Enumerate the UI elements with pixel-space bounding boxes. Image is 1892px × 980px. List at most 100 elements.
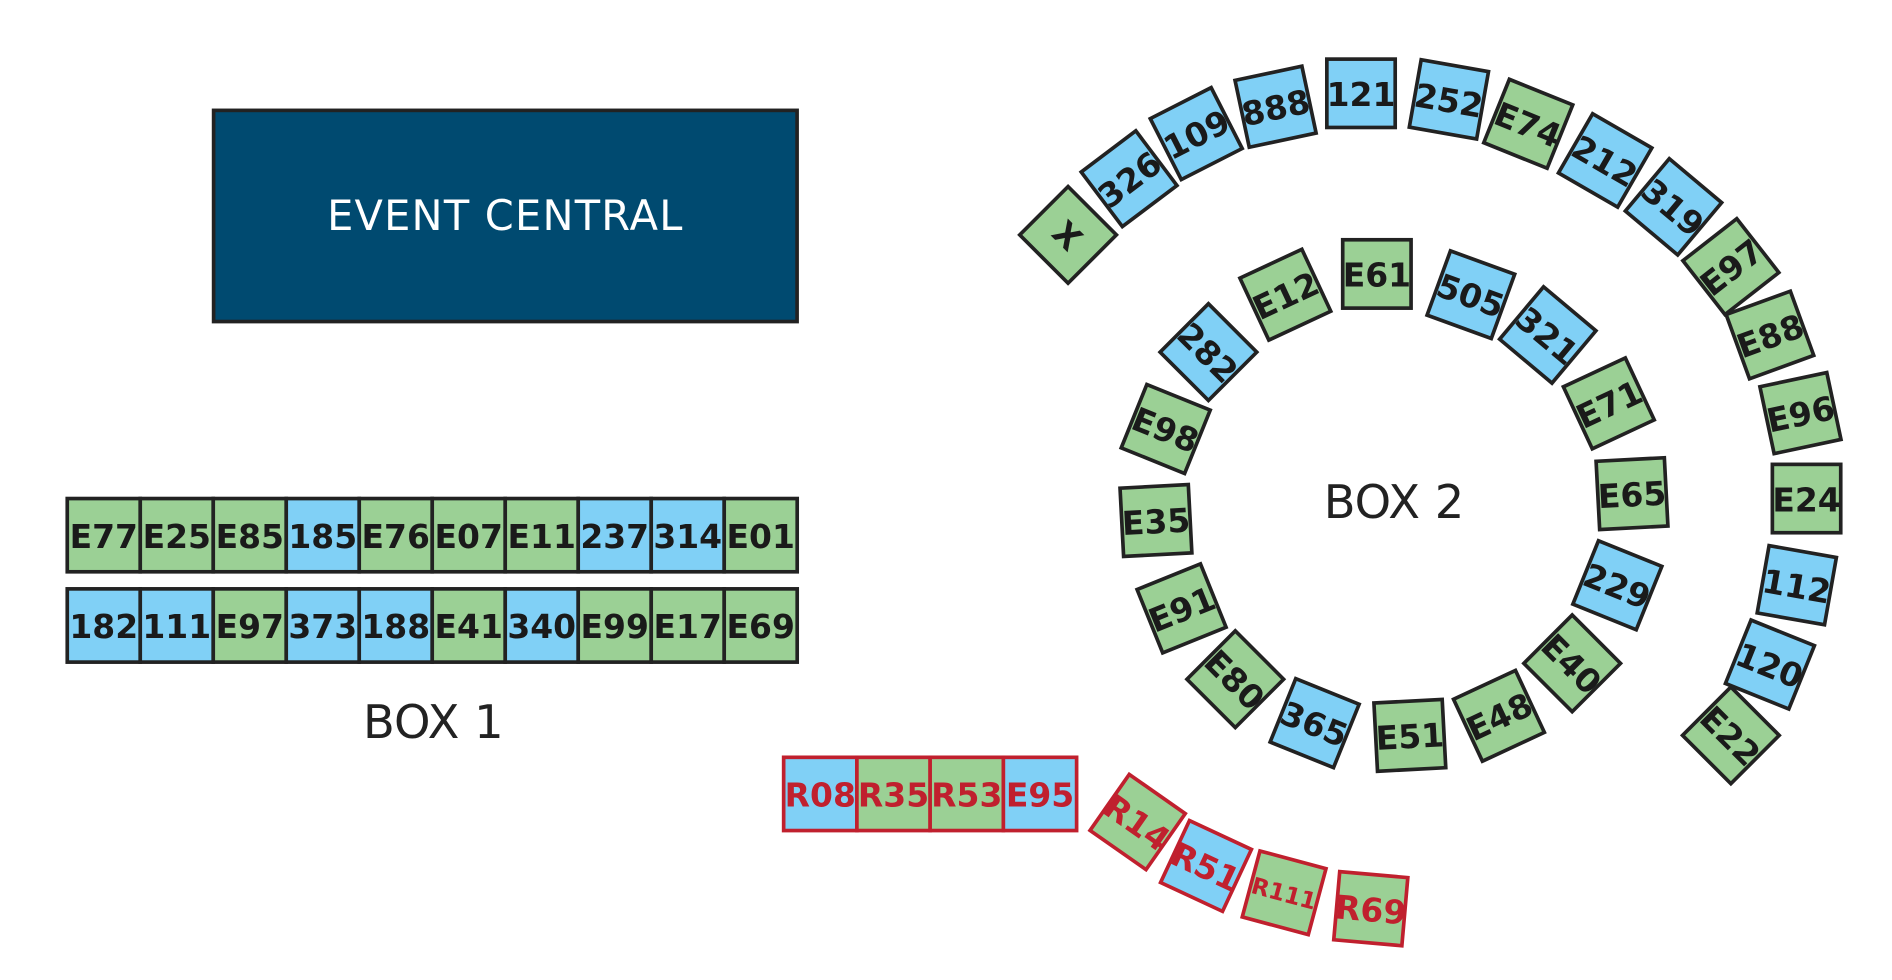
booth-label: E17 (654, 607, 722, 646)
booth-square (138, 496, 216, 574)
booth-319[interactable]: 319 (1622, 156, 1725, 258)
booth-e88[interactable]: E88 (1723, 288, 1817, 382)
booth-e24[interactable]: E24 (1770, 462, 1843, 535)
booth-label: 185 (288, 517, 357, 556)
booth-square (1372, 697, 1448, 774)
booth-e97[interactable]: E97 (211, 587, 289, 664)
event-central[interactable]: EVENT CENTRAL (211, 108, 799, 324)
booth-505[interactable]: 505 (1424, 248, 1518, 341)
booth-237[interactable]: 237 (576, 496, 654, 574)
booth-label: E51 (1375, 715, 1445, 758)
booth-square (1451, 667, 1547, 764)
booth-square (855, 755, 932, 833)
booth-r51[interactable]: R51 (1158, 818, 1254, 914)
booth-e51[interactable]: E51 (1372, 697, 1448, 774)
booth-e12[interactable]: E12 (1237, 246, 1334, 343)
booth-e80[interactable]: E80 (1184, 628, 1287, 731)
booth-e96[interactable]: E96 (1757, 370, 1844, 456)
booth-label: E25 (143, 517, 211, 556)
booth-square (1680, 216, 1782, 318)
booth-888[interactable]: 888 (1232, 64, 1319, 150)
booth-square (649, 496, 727, 574)
booth-e25[interactable]: E25 (138, 496, 216, 574)
booth-r111[interactable]: R111 (1240, 848, 1329, 937)
booth-e40[interactable]: E40 (1521, 612, 1624, 715)
booth-square (1087, 771, 1188, 873)
booth-square (1017, 183, 1119, 286)
booth-e07[interactable]: E07 (430, 496, 508, 574)
booth-e61[interactable]: E61 (1340, 237, 1413, 310)
booth-e74[interactable]: E74 (1481, 76, 1576, 171)
booth-e41[interactable]: E41 (430, 587, 508, 664)
booth-label: 340 (507, 607, 576, 646)
booth-label: E07 (435, 517, 503, 556)
booth-square (138, 587, 216, 664)
booth-label: E97 (216, 607, 284, 646)
booth-e11[interactable]: E11 (503, 496, 581, 574)
booth-e98[interactable]: E98 (1118, 382, 1213, 476)
booth-321[interactable]: 321 (1497, 284, 1599, 386)
booth-121[interactable]: 121 (1325, 57, 1398, 130)
booth-252[interactable]: 252 (1407, 57, 1491, 142)
booth-185[interactable]: 185 (284, 496, 362, 574)
booth-111[interactable]: 111 (138, 587, 216, 664)
booth-square (722, 587, 800, 664)
booth-182[interactable]: 182 (65, 587, 143, 664)
booth-e99[interactable]: E99 (576, 587, 654, 664)
booth-square (1078, 128, 1180, 230)
booth-e17[interactable]: E17 (649, 587, 727, 664)
booth-label: E77 (70, 517, 138, 556)
booth-340[interactable]: 340 (503, 587, 581, 664)
booth-r35[interactable]: R35 (855, 755, 932, 833)
booth-square (1267, 676, 1362, 771)
booth-x[interactable]: X (1017, 183, 1119, 286)
booth-e97[interactable]: E97 (1680, 216, 1782, 318)
booth-e01[interactable]: E01 (722, 496, 800, 574)
booth-label: E69 (727, 607, 795, 646)
booth-120[interactable]: 120 (1723, 617, 1817, 712)
booth-label: 121 (1327, 75, 1396, 114)
booth-e91[interactable]: E91 (1134, 561, 1229, 656)
booth-365[interactable]: 365 (1267, 676, 1362, 771)
booth-square (1424, 248, 1518, 341)
booth-label: E61 (1343, 256, 1411, 295)
booth-112[interactable]: 112 (1755, 543, 1839, 627)
booth-square (430, 496, 508, 574)
booth-e22[interactable]: E22 (1679, 684, 1782, 787)
booth-e95[interactable]: E95 (1001, 755, 1079, 833)
booth-e71[interactable]: E71 (1560, 355, 1657, 452)
booth-square (1521, 612, 1624, 715)
booth-label: E65 (1597, 474, 1667, 517)
booth-r53[interactable]: R53 (928, 755, 1006, 833)
booth-212[interactable]: 212 (1555, 111, 1655, 210)
booth-label: 314 (653, 517, 722, 556)
booth-326[interactable]: 326 (1078, 128, 1180, 230)
booth-188[interactable]: 188 (357, 587, 435, 664)
booth-e69[interactable]: E69 (722, 587, 800, 664)
booth-314[interactable]: 314 (649, 496, 727, 574)
booth-e35[interactable]: E35 (1118, 482, 1194, 559)
booth-square (1134, 561, 1229, 656)
booth-square (1237, 246, 1334, 343)
booth-373[interactable]: 373 (284, 587, 362, 664)
booth-e85[interactable]: E85 (211, 496, 289, 574)
booth-109[interactable]: 109 (1147, 85, 1245, 183)
booth-r08[interactable]: R08 (781, 755, 859, 833)
booth-square (1757, 370, 1844, 456)
booth-e65[interactable]: E65 (1594, 455, 1670, 532)
booth-282[interactable]: 282 (1157, 301, 1260, 403)
booth-r69[interactable]: R69 (1331, 869, 1410, 948)
booth-229[interactable]: 229 (1570, 538, 1665, 633)
booth-square (1407, 57, 1491, 142)
booth-e76[interactable]: E76 (357, 496, 435, 574)
booth-label: R53 (931, 776, 1002, 815)
booth-e48[interactable]: E48 (1451, 667, 1547, 764)
booth-square (1340, 237, 1413, 310)
booth-e77[interactable]: E77 (65, 496, 143, 574)
booth-square (1723, 288, 1817, 382)
booth-label: E22 (1692, 698, 1768, 774)
